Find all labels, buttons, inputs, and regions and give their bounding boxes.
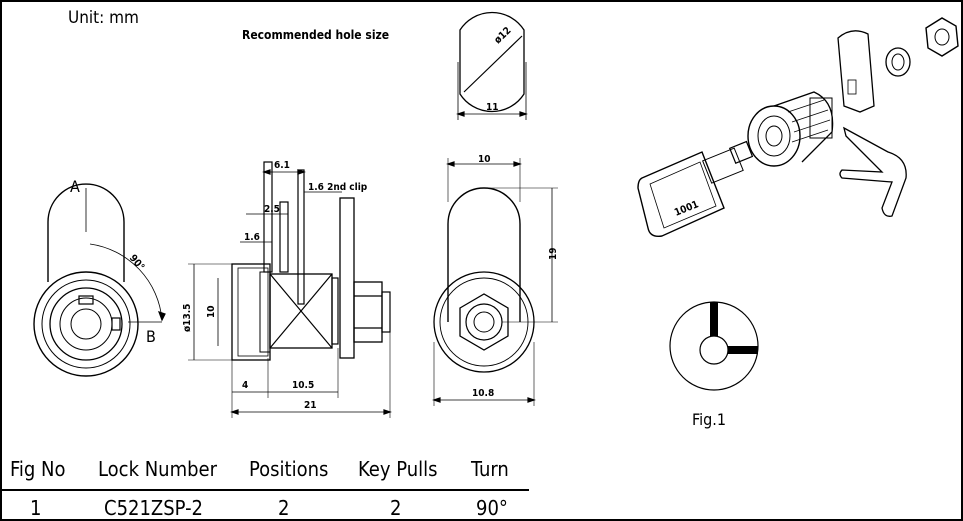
table-cell-turn: 90°: [476, 496, 508, 520]
table-cell-lock-number: C521ZSP-2: [104, 496, 204, 520]
nut-illustration: [925, 17, 959, 57]
dim-19: 19: [548, 247, 559, 260]
dim-13-5: ø13.5: [182, 304, 193, 332]
dim-21: 21: [304, 400, 317, 411]
dim-6-1: 6.1: [274, 160, 290, 171]
dim-10-vertical: 10: [206, 305, 217, 318]
cylinder-illustration: [747, 91, 834, 167]
recommended-hole-label: Recommended hole size: [242, 28, 390, 42]
washer-illustration: [885, 47, 911, 77]
dim-2-5: 2.5: [264, 204, 280, 215]
fig1-diagram: [669, 301, 759, 391]
key-code-label: 1001: [673, 199, 700, 219]
dim-1-6: 1.6: [244, 232, 260, 243]
table-cell-key-pulls: 2: [390, 496, 402, 520]
hole-width-label: 11: [486, 102, 499, 113]
table-header-lock-number: Lock Number: [98, 457, 217, 481]
point-b-label: B: [146, 327, 156, 346]
side-view: 6.1 1.6 2nd clip 2.5 1.6 ø13.5 10 4 10.5…: [182, 160, 392, 418]
clip-illustration: [839, 126, 907, 217]
table-header-turn: Turn: [471, 457, 509, 481]
table-header-positions: Positions: [249, 457, 329, 481]
rear-view: 10 19 10.8: [432, 154, 559, 406]
unit-label: Unit: mm: [68, 8, 139, 28]
dim-10-8: 10.8: [472, 388, 494, 399]
point-a-label: A: [70, 177, 80, 196]
table-cell-fig-no: 1: [30, 496, 42, 520]
fig1-label: Fig.1: [692, 410, 726, 429]
hole-size-diagram: ø12 11: [456, 11, 528, 120]
exploded-view: 1001: [637, 17, 959, 238]
dim-10-5: 10.5: [292, 380, 314, 391]
angle-label: 90°: [127, 253, 146, 273]
table-cell-positions: 2: [278, 496, 290, 520]
hole-diameter-label: ø12: [492, 25, 513, 46]
table-divider: [2, 489, 529, 491]
table-header-fig-no: Fig No: [10, 457, 66, 481]
cam-illustration: [837, 30, 875, 113]
key-illustration: 1001: [637, 140, 754, 238]
table-header-key-pulls: Key Pulls: [358, 457, 438, 481]
dim-10-top: 10: [478, 154, 491, 165]
dim-clip: 1.6 2nd clip: [308, 182, 368, 193]
front-view: 90° A B: [33, 177, 166, 377]
dim-4: 4: [242, 380, 248, 391]
